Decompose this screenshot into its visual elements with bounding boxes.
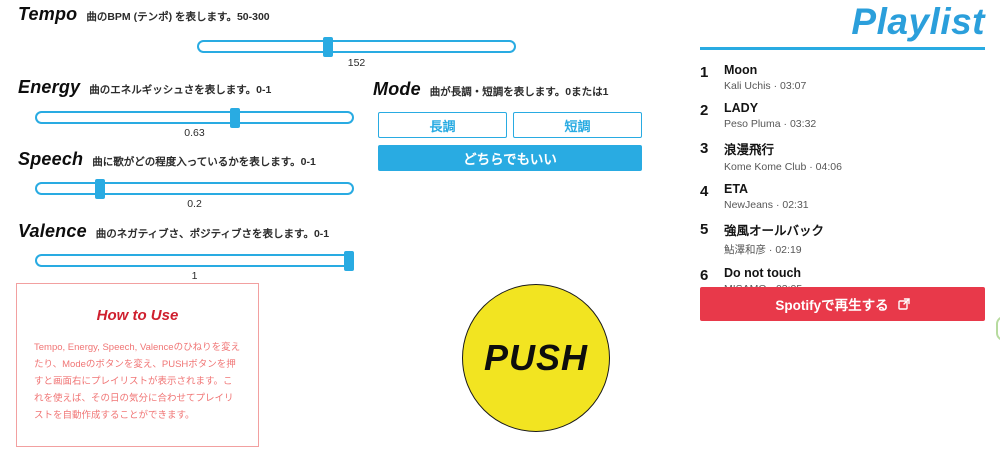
tempo-description: 曲のBPM (テンポ) を表します。50-300 <box>86 11 270 23</box>
track-number: 5 <box>700 221 709 238</box>
mode-button-group: 長調 短調 <box>378 112 642 138</box>
tempo-label: Tempo <box>18 4 78 24</box>
tempo-heading: Tempo 曲のBPM (テンポ) を表します。50-300 <box>18 4 270 25</box>
track-title: LADY <box>724 101 759 115</box>
valence-value: 1 <box>191 270 198 282</box>
track-title: Moon <box>724 63 758 77</box>
playlist-panel: Playlist 1 Moon Kali Uchis · 03:07 2 LAD… <box>700 0 985 459</box>
speech-value: 0.2 <box>187 198 202 210</box>
track-row: 3 浪漫飛行 Kome Kome Club · 04:06 <box>700 139 985 173</box>
mode-either-button[interactable]: どちらでもいい <box>378 145 642 171</box>
energy-slider-thumb[interactable] <box>230 107 241 128</box>
mode-minor-button[interactable]: 短調 <box>513 112 642 138</box>
playlist-track-list: 1 Moon Kali Uchis · 03:07 2 LADY Peso Pl… <box>700 63 985 295</box>
tempo-slider-thumb[interactable] <box>323 36 334 57</box>
edge-peek-button[interactable] <box>996 316 1000 341</box>
tempo-slider[interactable] <box>197 36 516 57</box>
track-subtitle: Kome Kome Club · 04:06 <box>724 161 842 173</box>
speech-slider-thumb[interactable] <box>95 178 105 199</box>
speech-heading: Speech 曲に歌がどの程度入っているかを表します。0-1 <box>18 149 316 170</box>
push-button-label: PUSH <box>483 337 589 378</box>
mode-label: Mode <box>373 79 421 99</box>
track-row: 2 LADY Peso Pluma · 03:32 <box>700 101 985 130</box>
how-to-use-box: How to Use Tempo, Energy, Speech, Valenc… <box>16 283 259 447</box>
spotify-play-button[interactable]: Spotifyで再生する <box>700 287 985 321</box>
track-subtitle: Peso Pluma · 03:32 <box>724 118 817 130</box>
how-to-use-text: Tempo, Energy, Speech, Valenceのひねりを変えたり、… <box>34 342 241 421</box>
track-subtitle: Kali Uchis · 03:07 <box>724 80 807 92</box>
speech-description: 曲に歌がどの程度入っているかを表します。0-1 <box>92 156 316 168</box>
mode-description: 曲が長調・短調を表します。0または1 <box>429 86 609 98</box>
valence-heading: Valence 曲のネガティブさ、ポジティブさを表します。0-1 <box>18 221 329 242</box>
external-link-icon <box>897 298 910 310</box>
track-title: ETA <box>724 182 749 196</box>
energy-label: Energy <box>18 77 81 97</box>
playlist-title: Playlist <box>851 1 985 42</box>
valence-description: 曲のネガティブさ、ポジティブさを表します。0-1 <box>95 228 330 240</box>
energy-heading: Energy 曲のエネルギッシュさを表します。0-1 <box>18 77 271 98</box>
tempo-value: 152 <box>347 57 366 69</box>
track-row: 5 強風オールバック 鮎澤和彦 · 02:19 <box>700 220 985 257</box>
how-to-use-title: How to Use <box>96 307 179 324</box>
track-title: Do not touch <box>724 266 802 280</box>
track-title: 浪漫飛行 <box>724 143 775 157</box>
valence-slider[interactable] <box>35 250 354 271</box>
speech-slider[interactable] <box>35 178 354 199</box>
track-number: 6 <box>700 267 709 284</box>
track-row: 1 Moon Kali Uchis · 03:07 <box>700 63 985 92</box>
track-subtitle: 鮎澤和彦 · 02:19 <box>724 244 802 256</box>
mode-major-button[interactable]: 長調 <box>378 112 507 138</box>
track-number: 2 <box>700 102 709 119</box>
track-number: 3 <box>700 140 709 157</box>
energy-description: 曲のエネルギッシュさを表します。0-1 <box>89 84 272 96</box>
valence-label: Valence <box>18 221 87 241</box>
playlist-divider <box>700 47 985 50</box>
energy-value: 0.63 <box>184 127 205 139</box>
spotify-play-label: Spotifyで再生する <box>775 298 889 313</box>
track-number: 1 <box>700 64 709 81</box>
track-subtitle: NewJeans · 02:31 <box>724 199 809 211</box>
track-row: 4 ETA NewJeans · 02:31 <box>700 182 985 211</box>
track-number: 4 <box>700 183 709 200</box>
track-title: 強風オールバック <box>724 224 825 238</box>
mode-heading: Mode 曲が長調・短調を表します。0または1 <box>373 79 608 100</box>
valence-slider-thumb[interactable] <box>343 250 354 271</box>
speech-label: Speech <box>18 149 84 169</box>
push-button[interactable]: PUSH <box>462 284 610 432</box>
energy-slider[interactable] <box>35 107 354 128</box>
